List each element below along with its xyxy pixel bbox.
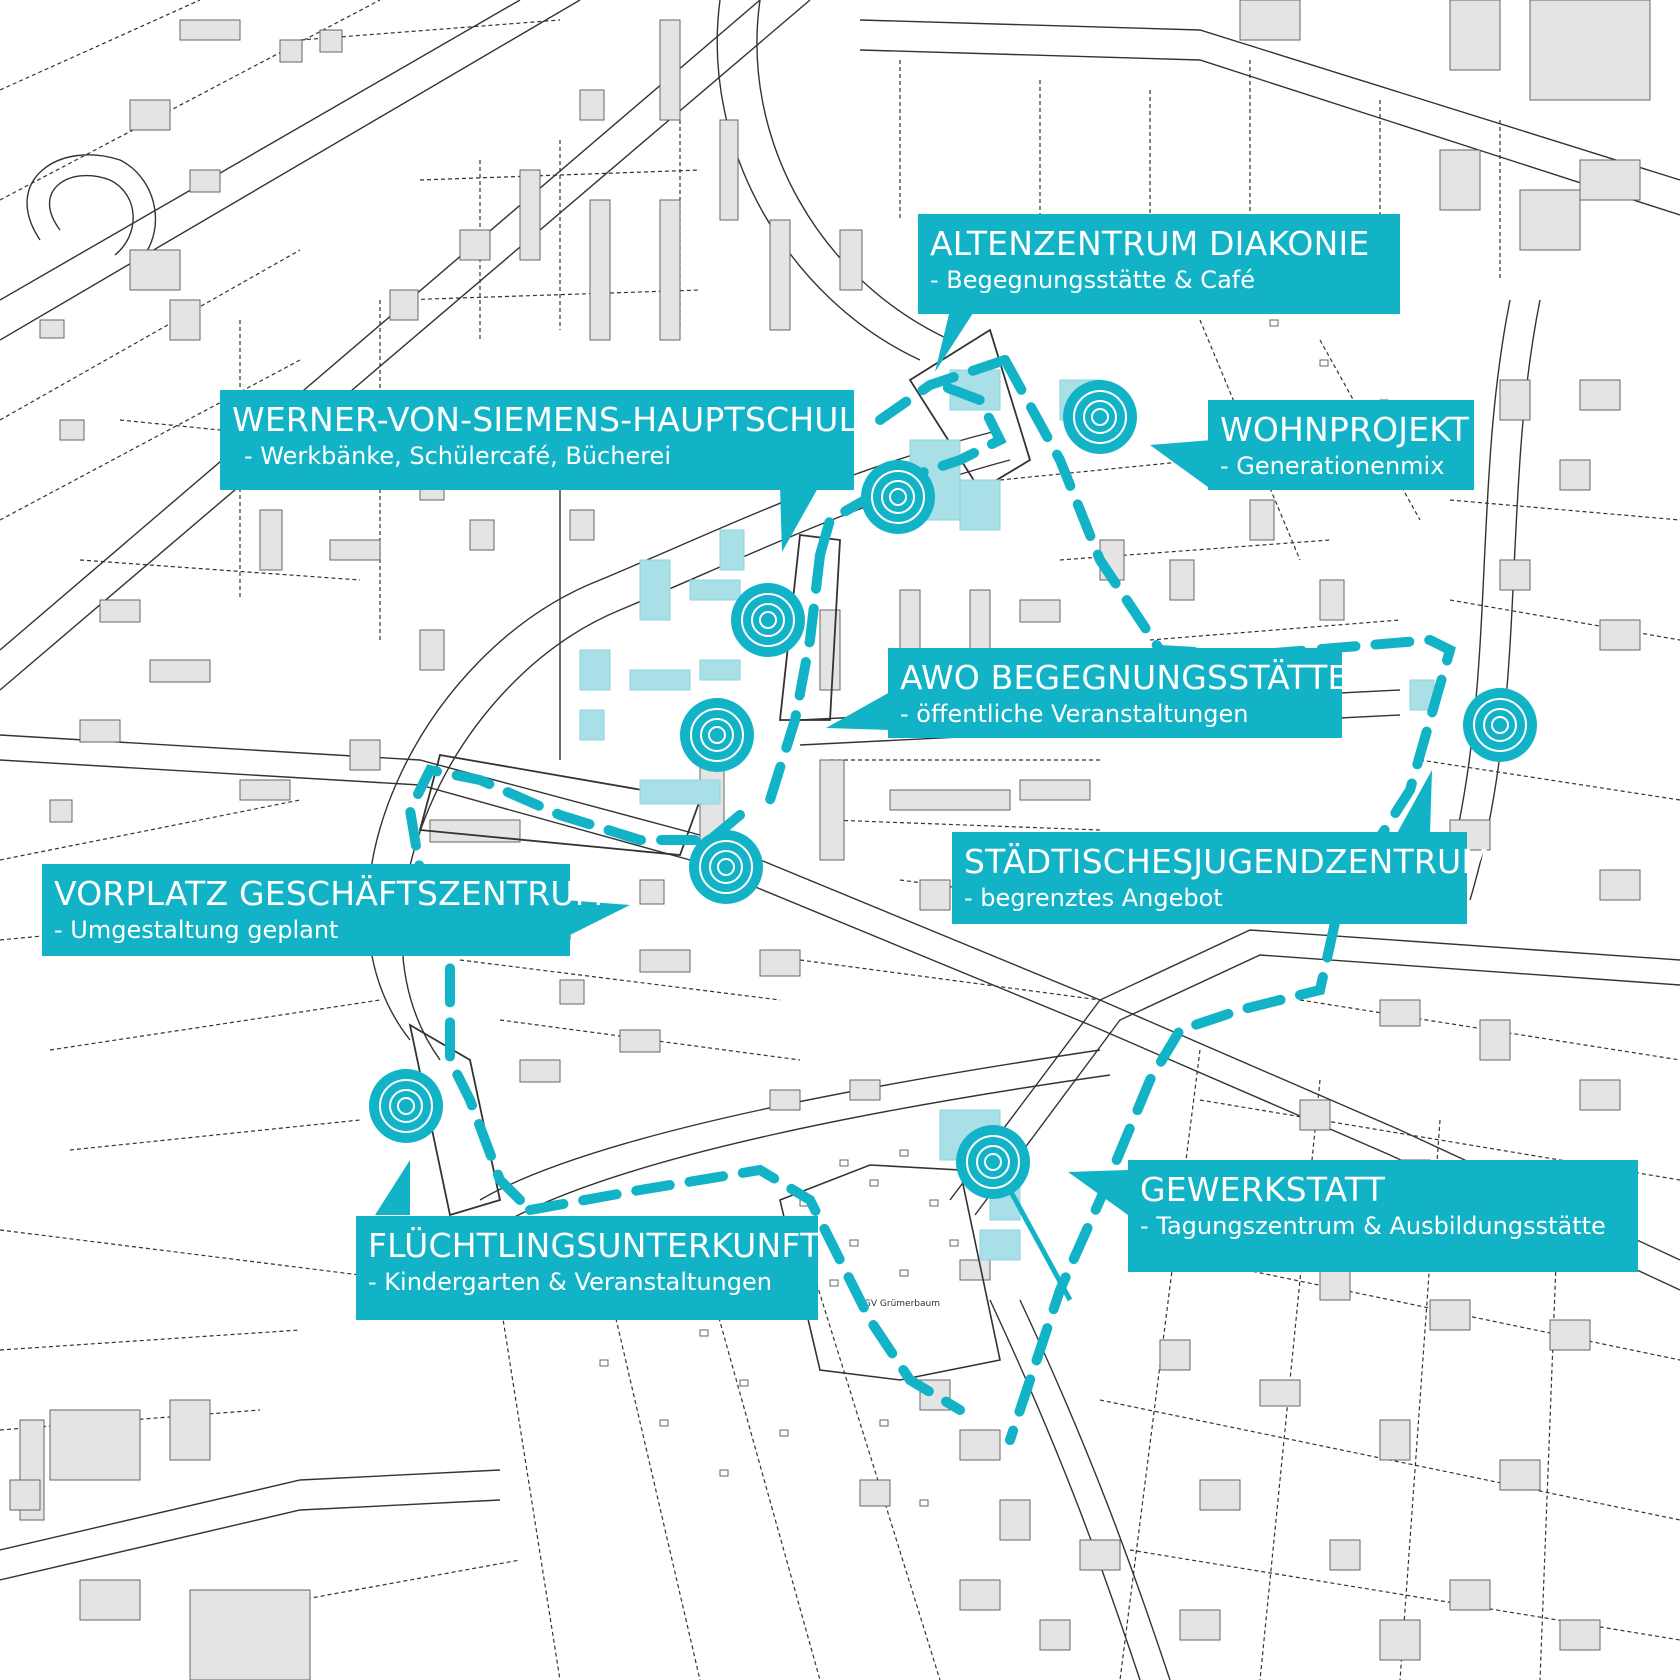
walking-route: [404, 355, 1456, 1445]
callout-jugendzentrum: STÄDTISCHESJUGENDZENTRUM - begrenztes An…: [952, 832, 1491, 924]
callout-subtitle: - Generationenmix: [1220, 452, 1445, 480]
route-connector: [1007, 1188, 1073, 1302]
kgv-boundary: [779, 1164, 1001, 1381]
callout-vorplatz: VORPLATZ GESCHÄFTSZENTRUM - Umgestaltung…: [42, 864, 604, 956]
callout-altenzentrum: ALTENZENTRUM DIAKONIE - Begegnungsstätte…: [918, 214, 1400, 314]
callout-subtitle: - Werkbänke, Schülercafé, Bücherei: [244, 442, 671, 470]
callout-title: GEWERKSTATT: [1140, 1170, 1385, 1209]
callout-gewerkstatt: GEWERKSTATT - Tagungszentrum & Ausbildun…: [1128, 1160, 1638, 1272]
callout-awo: AWO BEGEGNUNGSSTÄTTE - öffentliche Veran…: [888, 648, 1349, 738]
kgv-label: KGV Grümerbaum: [858, 1299, 940, 1309]
callout-title: AWO BEGEGNUNGSSTÄTTE: [900, 658, 1349, 697]
callout-title: WERNER-VON-SIEMENS-HAUPTSCHULE: [232, 400, 879, 439]
callout-fluechtling: FLÜCHTLINGSUNTERKUNFT - Kindergarten & V…: [356, 1216, 821, 1320]
callout-subtitle: - Tagungszentrum & Ausbildungsstätte: [1140, 1212, 1606, 1240]
callout-title: WOHNPROJEKT: [1220, 410, 1469, 449]
callout-title: FLÜCHTLINGSUNTERKUNFT: [368, 1226, 821, 1265]
callout-subtitle: - öffentliche Veranstaltungen: [900, 700, 1249, 728]
callout-subtitle: - Umgestaltung geplant: [54, 916, 339, 944]
callout-hauptschule: WERNER-VON-SIEMENS-HAUPTSCHULE - Werkbän…: [220, 390, 879, 490]
callout-subtitle: - begrenztes Angebot: [964, 884, 1223, 912]
callout-wohnprojekt: WOHNPROJEKT - Generationenmix: [1208, 400, 1474, 490]
callout-title: VORPLATZ GESCHÄFTSZENTRUM: [54, 874, 604, 913]
callout-subtitle: - Begegnungsstätte & Café: [930, 266, 1255, 294]
callout-title: STÄDTISCHESJUGENDZENTRUM: [964, 842, 1491, 881]
callout-title: ALTENZENTRUM DIAKONIE: [930, 224, 1370, 263]
callout-subtitle: - Kindergarten & Veranstaltungen: [368, 1268, 772, 1296]
